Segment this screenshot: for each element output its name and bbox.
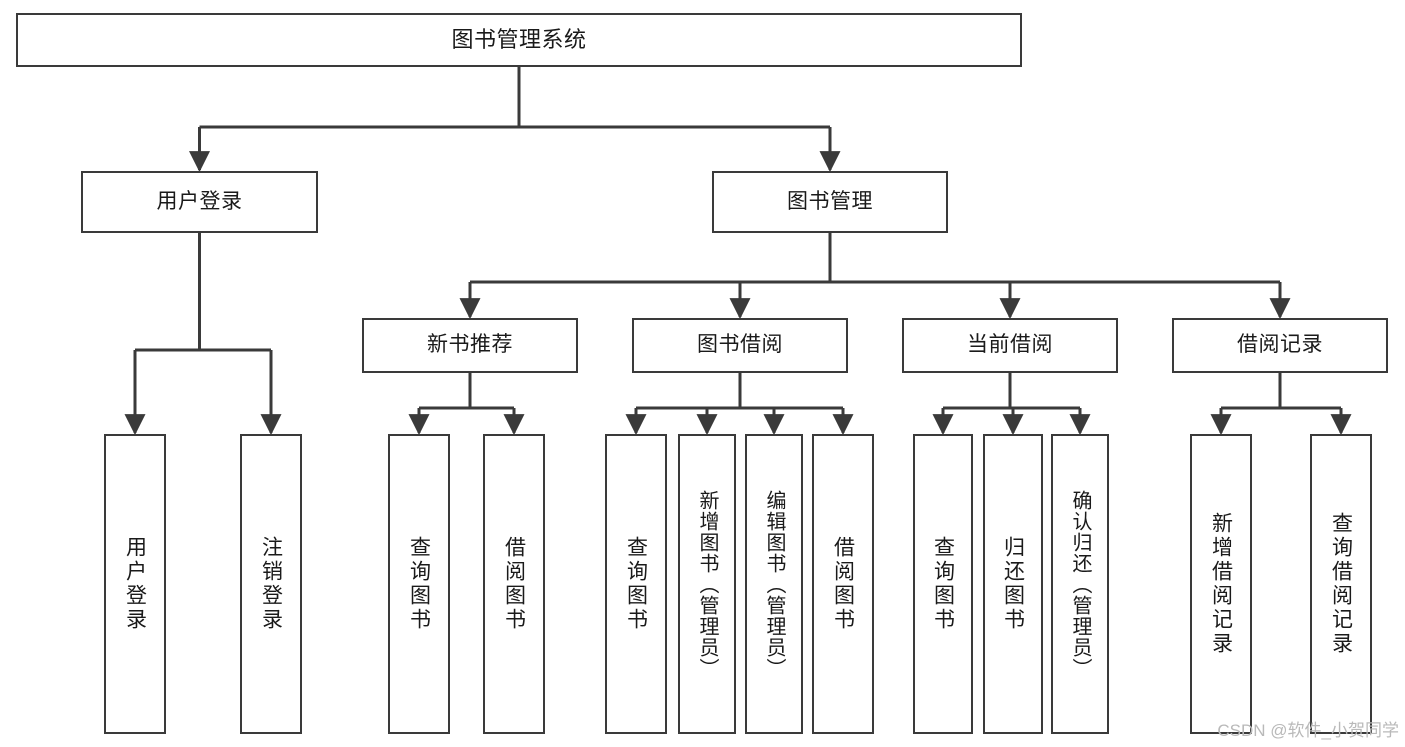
node-label: 新增图书（管理员） <box>696 489 718 679</box>
leaf-borrow-book-recommend[interactable]: 借阅图书 <box>483 434 545 734</box>
node-label: 借阅图书 <box>831 536 855 632</box>
leaf-query-book-borrow[interactable]: 查询图书 <box>605 434 667 734</box>
node-label: 注销登录 <box>259 536 283 632</box>
watermark: CSDN @软件_小贺同学 <box>1217 721 1399 740</box>
node-label: 图书借阅 <box>697 333 783 357</box>
node-current-borrow[interactable]: 当前借阅 <box>902 318 1118 373</box>
node-label: 新增借阅记录 <box>1209 512 1233 656</box>
node-new-book-recommend[interactable]: 新书推荐 <box>362 318 578 373</box>
node-borrow-record[interactable]: 借阅记录 <box>1172 318 1388 373</box>
leaf-add-borrow-record[interactable]: 新增借阅记录 <box>1190 434 1252 734</box>
node-label: 归还图书 <box>1001 536 1025 632</box>
leaf-edit-book-admin[interactable]: 编辑图书（管理员） <box>745 434 803 734</box>
node-root[interactable]: 图书管理系统 <box>16 13 1022 67</box>
node-label: 图书管理 <box>787 189 873 213</box>
node-label: 用户登录 <box>156 189 243 213</box>
node-label: 新书推荐 <box>427 333 513 357</box>
node-label: 图书管理系统 <box>451 27 587 53</box>
leaf-return-book[interactable]: 归还图书 <box>983 434 1043 734</box>
node-label: 确认归还（管理员） <box>1069 489 1091 679</box>
leaf-logout[interactable]: 注销登录 <box>240 434 302 734</box>
node-label: 当前借阅 <box>967 333 1053 357</box>
node-label: 查询图书 <box>407 536 431 632</box>
node-label: 借阅记录 <box>1237 333 1323 357</box>
node-label: 用户登录 <box>123 536 147 632</box>
node-book-management[interactable]: 图书管理 <box>712 171 948 233</box>
leaf-borrow-book[interactable]: 借阅图书 <box>812 434 874 734</box>
node-label: 编辑图书（管理员） <box>763 489 785 679</box>
leaf-query-borrow-record[interactable]: 查询借阅记录 <box>1310 434 1372 734</box>
node-label: 查询图书 <box>931 536 955 632</box>
node-label: 借阅图书 <box>502 536 526 632</box>
leaf-confirm-return-admin[interactable]: 确认归还（管理员） <box>1051 434 1109 734</box>
leaf-user-login[interactable]: 用户登录 <box>104 434 166 734</box>
leaf-query-book-recommend[interactable]: 查询图书 <box>388 434 450 734</box>
node-user-login[interactable]: 用户登录 <box>81 171 318 233</box>
node-label: 查询借阅记录 <box>1329 512 1353 656</box>
node-label: 查询图书 <box>624 536 648 632</box>
leaf-add-book-admin[interactable]: 新增图书（管理员） <box>678 434 736 734</box>
node-book-borrow[interactable]: 图书借阅 <box>632 318 848 373</box>
leaf-query-book-current[interactable]: 查询图书 <box>913 434 973 734</box>
